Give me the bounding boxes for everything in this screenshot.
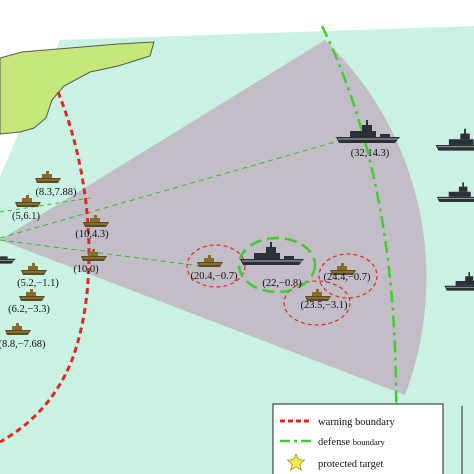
- warning-boundary-arc: [0, 91, 91, 444]
- boat-label: (10,0): [73, 264, 99, 275]
- legend: warning boundary defense boundary protec…: [272, 403, 444, 474]
- legend-warning-label: warning boundary: [318, 417, 395, 428]
- ship-label: (23.5,−3.1): [300, 300, 348, 311]
- boat-zone-right: [318, 253, 378, 299]
- legend-target-label: protected target: [318, 459, 383, 470]
- ship-label: (20.4,−0.7): [190, 271, 238, 282]
- ship-label: (24.4,−0.7): [323, 272, 371, 283]
- star-icon: [286, 453, 306, 471]
- boat-zone-left: [186, 244, 246, 288]
- protected-zone: [237, 236, 317, 294]
- boat-label: (10,4.3): [75, 229, 109, 240]
- ship-label: (32,14.3): [351, 148, 390, 159]
- boat-zone-lower: [283, 280, 351, 326]
- land-mass: [0, 41, 155, 135]
- boat-label: (8.8,−7.68): [0, 339, 46, 350]
- boat-label: (5,6.1): [12, 211, 40, 222]
- bearing-line-short: [0, 197, 91, 213]
- bearing-line-middle: [0, 239, 201, 267]
- boat-label: (5.2,−1.1): [17, 278, 59, 289]
- boat-label: (8.3,7.88): [35, 187, 77, 198]
- bearing-line-upper: [0, 141, 336, 239]
- defense-boundary-arc: [320, 25, 400, 474]
- legend-defense-word: defense: [318, 437, 353, 448]
- sensor-sector: [0, 40, 427, 395]
- boat-label: (6.2,−3.3): [8, 304, 50, 315]
- legend-defense-suffix: boundary: [353, 437, 386, 447]
- legend-defense-label: defense boundary: [318, 437, 386, 448]
- ship-label: (22,−0.8): [262, 278, 302, 289]
